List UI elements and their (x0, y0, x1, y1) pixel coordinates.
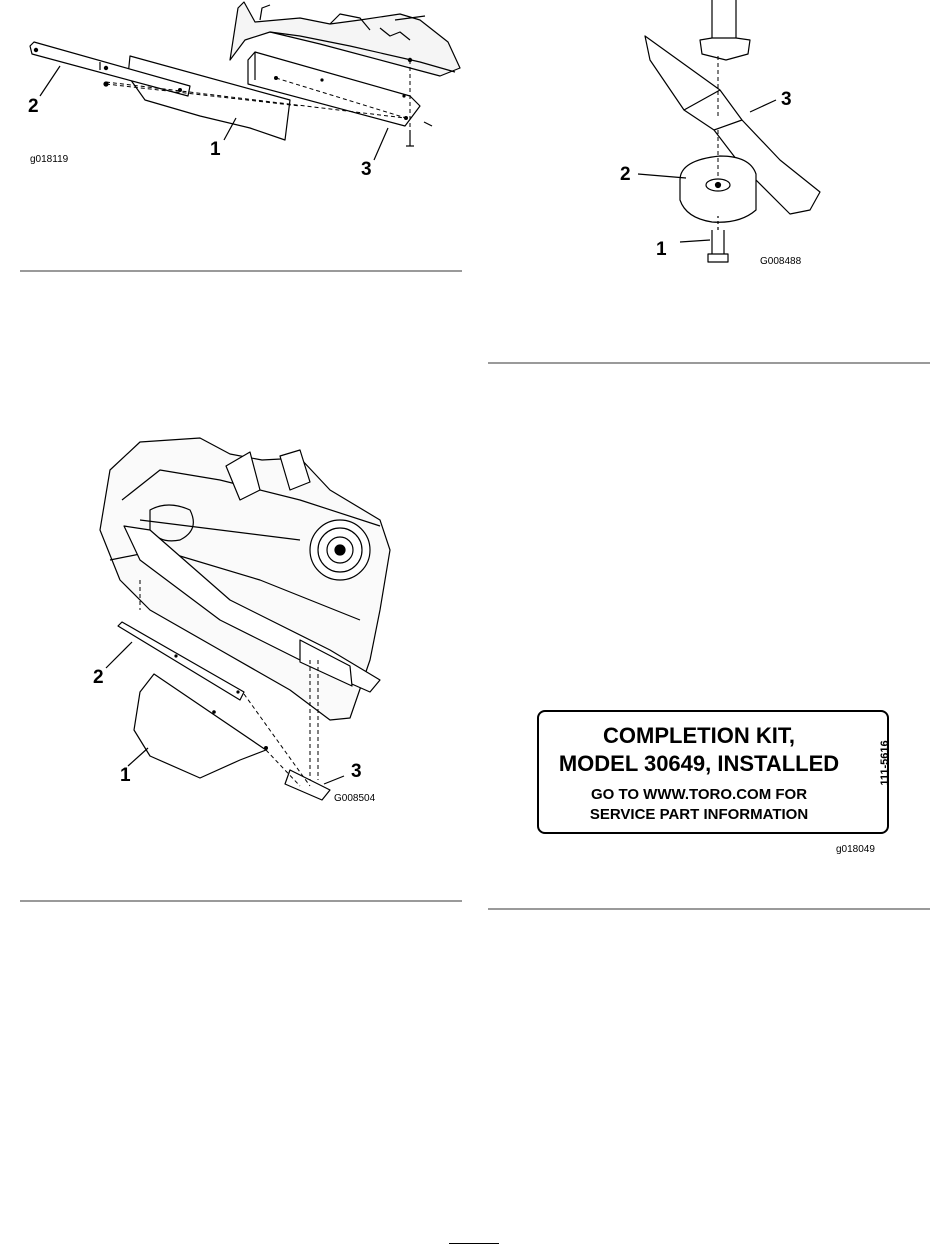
callout-2: 2 (620, 165, 631, 184)
figure-baffle-exploded: 2 1 3 g018119 (0, 0, 470, 270)
section-divider (488, 908, 930, 910)
section-divider (20, 900, 462, 902)
callout-1: 1 (120, 766, 131, 785)
callout-3: 3 (781, 90, 792, 109)
callout-3: 3 (351, 762, 362, 781)
figure-blade-assembly: 3 2 1 G008488 (480, 0, 950, 360)
callout-1: 1 (656, 240, 667, 259)
callout-3: 3 (361, 160, 372, 179)
figure-code: G008504 (334, 794, 375, 804)
page-number-rule (449, 1243, 499, 1244)
section-divider (20, 270, 462, 272)
callout-2: 2 (93, 668, 104, 687)
blade-assembly-drawing (480, 0, 950, 360)
baffle-exploded-drawing (0, 0, 470, 270)
figure-code: G008488 (760, 257, 801, 267)
decal-instruction-line: SERVICE PART INFORMATION (539, 806, 859, 823)
decal-title-line: COMPLETION KIT, (539, 724, 859, 748)
deck-baffle-install-drawing (0, 430, 470, 830)
callout-2: 2 (28, 97, 39, 116)
figure-deck-baffle-install: 2 1 3 G008504 (0, 430, 470, 830)
callout-1: 1 (210, 140, 221, 159)
figure-code: g018049 (836, 845, 875, 855)
decal-model-line: MODEL 30649, INSTALLED (539, 752, 859, 776)
decal-instruction-line: GO TO WWW.TORO.COM FOR (539, 786, 859, 803)
section-divider (488, 362, 930, 364)
decal-part-number: 111-5616 (878, 733, 892, 793)
completion-kit-decal: COMPLETION KIT, MODEL 30649, INSTALLED G… (537, 710, 889, 834)
figure-code: g018119 (30, 155, 68, 165)
